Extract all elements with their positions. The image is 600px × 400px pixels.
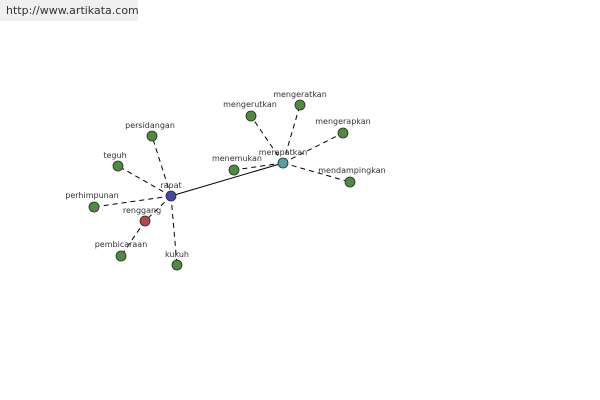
node-dot-renggang[interactable] xyxy=(139,215,151,227)
edge-merapatkan-mengerapkan xyxy=(282,132,344,164)
node-teguh[interactable]: teguh xyxy=(103,151,127,172)
node-kukuh[interactable]: kukuh xyxy=(165,250,189,271)
edge-merapatkan-mendampingkan xyxy=(282,162,351,183)
node-label-rapat: rapat xyxy=(160,181,181,190)
source-url-text: http://www.artikata.com xyxy=(6,4,139,17)
node-perhimpunan[interactable]: perhimpunan xyxy=(65,191,119,213)
source-url-banner: http://www.artikata.com xyxy=(0,0,139,21)
node-mengeratkan[interactable]: mengeratkan xyxy=(273,90,327,111)
node-mengerapkan[interactable]: mengerapkan xyxy=(315,117,371,139)
node-dot-menemukan[interactable] xyxy=(228,164,240,176)
node-mengerutkan[interactable]: mengerutkan xyxy=(223,100,277,122)
edge-rapat-kukuh xyxy=(170,195,178,266)
node-label-kukuh: kukuh xyxy=(165,250,189,259)
node-label-mengerutkan: mengerutkan xyxy=(223,100,277,109)
node-label-mendampingkan: mendampingkan xyxy=(318,166,385,175)
node-label-merapatkan: merapatkan xyxy=(259,148,308,157)
edge-rapat-perhimpunan xyxy=(93,195,172,208)
node-label-mengeratkan: mengeratkan xyxy=(273,90,327,99)
node-dot-kukuh[interactable] xyxy=(171,259,183,271)
edge-rapat-persidangan xyxy=(151,135,172,197)
node-persidangan[interactable]: persidangan xyxy=(125,121,175,142)
edge-merapatkan-menemukan xyxy=(233,162,284,171)
node-label-persidangan: persidangan xyxy=(125,121,175,130)
node-dot-perhimpunan[interactable] xyxy=(88,201,100,213)
node-dot-pembicaraan[interactable] xyxy=(115,250,127,262)
node-menemukan[interactable]: menemukan xyxy=(212,154,262,176)
node-dot-mengeratkan[interactable] xyxy=(294,99,306,111)
nodes-layer: rapat merapatkan renggang persidangan teguh p… xyxy=(65,90,386,271)
node-dot-mengerutkan[interactable] xyxy=(245,110,257,122)
node-rapat[interactable]: rapat xyxy=(160,181,182,202)
node-renggang[interactable]: renggang xyxy=(123,206,161,227)
node-dot-rapat[interactable] xyxy=(165,190,177,202)
node-mendampingkan[interactable]: mendampingkan xyxy=(318,166,386,188)
edge-rapat-teguh xyxy=(117,165,172,197)
edge-rapat-merapatkan xyxy=(170,162,284,197)
node-dot-mengerapkan[interactable] xyxy=(337,127,349,139)
edge-merapatkan-mengerutkan xyxy=(250,115,284,164)
node-label-teguh: teguh xyxy=(103,151,126,160)
edge-rapat-renggang xyxy=(144,195,172,222)
node-dot-mendampingkan[interactable] xyxy=(344,176,356,188)
node-label-pembicaraan: pembicaraan xyxy=(95,240,148,249)
node-label-renggang: renggang xyxy=(123,206,161,215)
node-pembicaraan[interactable]: pembicaraan xyxy=(95,240,148,262)
node-label-menemukan: menemukan xyxy=(212,154,262,163)
node-dot-persidangan[interactable] xyxy=(146,130,158,142)
node-label-perhimpunan: perhimpunan xyxy=(65,191,118,200)
node-dot-merapatkan[interactable] xyxy=(277,157,289,169)
edges-layer xyxy=(93,104,351,266)
node-label-mengerapkan: mengerapkan xyxy=(315,117,371,126)
node-dot-teguh[interactable] xyxy=(112,160,124,172)
edge-renggang-pembicaraan xyxy=(120,220,146,257)
edge-merapatkan-mengeratkan xyxy=(282,104,301,164)
node-merapatkan[interactable]: merapatkan xyxy=(259,148,308,169)
